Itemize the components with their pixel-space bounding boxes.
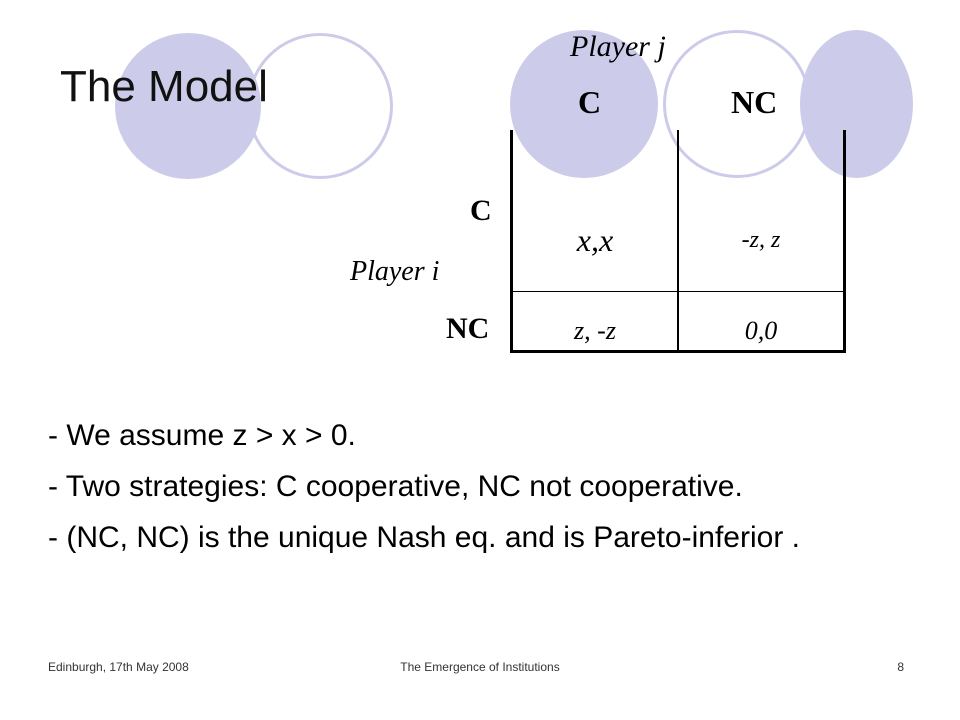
bullet-strategies: - Two strategies: C cooperative, NC not …: [48, 470, 743, 503]
player-i-label: Player i: [350, 256, 440, 287]
bullet-nash-equilibrium: - (NC, NC) is the unique Nash eq. and is…: [48, 521, 800, 554]
slide-title: The Model: [60, 62, 268, 111]
bullet-assumption: - We assume z > x > 0.: [48, 419, 356, 452]
footer-center: The Emergence of Institutions: [400, 660, 560, 674]
footer-page-number: 8: [897, 660, 904, 674]
bullet-list: - We assume z > x > 0. - Two strategies:…: [48, 418, 928, 571]
decor-circle-filled-3: [800, 30, 913, 178]
footer-left: Edinburgh, 17th May 2008: [48, 660, 189, 674]
matrix-row: x,x -z, z: [511, 130, 845, 292]
player-j-label: Player j: [570, 30, 666, 63]
col-header-c: C: [578, 84, 602, 120]
payoff-cell-nc-nc: 0,0: [678, 291, 845, 352]
row-header-nc: NC: [446, 312, 490, 345]
payoff-cell-c-c: x,x: [511, 130, 679, 292]
decor-circle-filled-1: [115, 33, 261, 179]
payoff-cell-c-nc: -z, z: [741, 227, 781, 254]
row-header-c: C: [470, 194, 492, 227]
payoff-matrix: x,x -z, z z, -z 0,0: [510, 130, 846, 353]
payoff-cell-nc-c: z, -z: [511, 291, 679, 352]
col-header-nc: NC: [731, 84, 778, 120]
matrix-row: z, -z 0,0: [511, 291, 845, 352]
decor-circle-ring-1: [247, 33, 393, 179]
